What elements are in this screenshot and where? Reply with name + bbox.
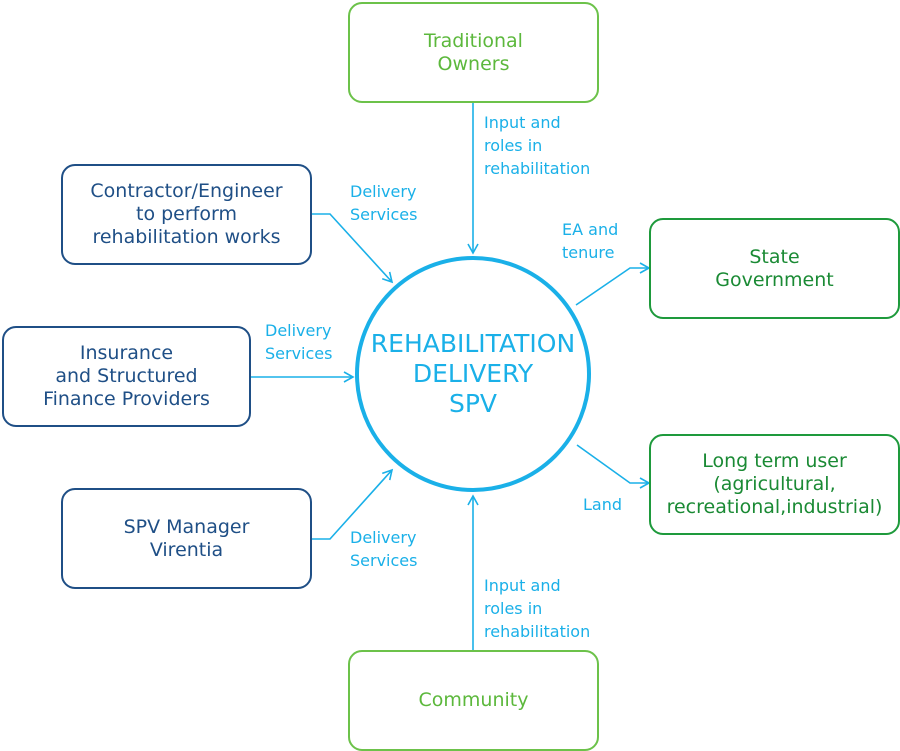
label-ea-tenure: EA and tenure [562, 220, 619, 262]
box-spv-manager: SPV Manager Virentia [61, 488, 312, 589]
box-contractor-engineer: Contractor/Engineer to perform rehabilit… [61, 164, 312, 265]
box-traditional-owners: Traditional Owners [348, 2, 599, 103]
box-insurance-finance: Insurance and Structured Finance Provide… [2, 326, 251, 427]
rehabilitation-delivery-spv: REHABILITATION DELIVERY SPV [370, 329, 576, 418]
arrow-state-government [575, 262, 651, 306]
label-insurance-delivery: Delivery Services [265, 321, 333, 363]
label-bottom-input: Input and roles in rehabilitation [484, 576, 591, 641]
box-state-government: State Government [649, 218, 900, 319]
arrow-long-term-user [576, 444, 651, 489]
box-long-term-user: Long term user (agricultural, recreation… [649, 434, 900, 535]
arrow-spv-manager [311, 468, 394, 540]
spv-circle [355, 256, 591, 492]
label-contractor-delivery: Delivery Services [350, 182, 418, 224]
label-spv-delivery: Delivery Services [350, 528, 418, 570]
arrow-contractor [311, 213, 394, 284]
label-land: Land [583, 495, 623, 514]
box-community: Community [348, 650, 599, 751]
label-top-input: Input and roles in rehabilitation [484, 113, 591, 178]
